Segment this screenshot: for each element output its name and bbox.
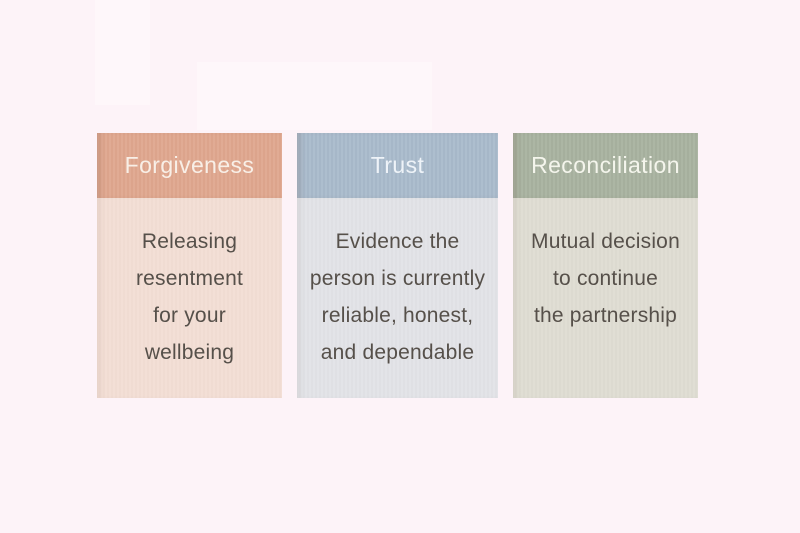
card-body-line: Evidence the [335, 230, 460, 253]
card-body-line: Releasing [141, 230, 238, 253]
card-body-line: person is currently [309, 267, 486, 290]
card-trust-title: Trust [370, 152, 425, 178]
background-highlight-shape [197, 62, 432, 130]
card-trust-body: Evidence the person is currently reliabl… [297, 198, 498, 398]
card-forgiveness-header: Forgiveness [97, 133, 282, 198]
background-highlight-shape [95, 0, 150, 105]
card-trust-header: Trust [297, 133, 498, 198]
card-body-line: wellbeing [144, 341, 235, 364]
card-body-line: the partnership [533, 304, 678, 327]
card-body-line: reliable, honest, [321, 304, 474, 327]
card-body-line: to continue [553, 267, 658, 290]
card-reconciliation-header: Reconciliation [513, 133, 698, 198]
card-forgiveness-title: Forgiveness [124, 152, 255, 178]
card-forgiveness-body: Releasing resentment for your wellbeing [97, 198, 282, 398]
card-body-line: for your [153, 304, 226, 327]
card-reconciliation: Reconciliation Mutual decision to contin… [513, 133, 698, 398]
card-reconciliation-body: Mutual decision to continue the partners… [513, 198, 698, 398]
card-reconciliation-title: Reconciliation [531, 152, 680, 178]
card-body-line: and dependable [320, 341, 475, 364]
card-trust: Trust Evidence the person is currently r… [297, 133, 498, 398]
card-forgiveness: Forgiveness Releasing resentment for you… [97, 133, 282, 398]
card-body-line: Mutual decision [531, 230, 680, 253]
card-body-line: resentment [135, 267, 244, 290]
